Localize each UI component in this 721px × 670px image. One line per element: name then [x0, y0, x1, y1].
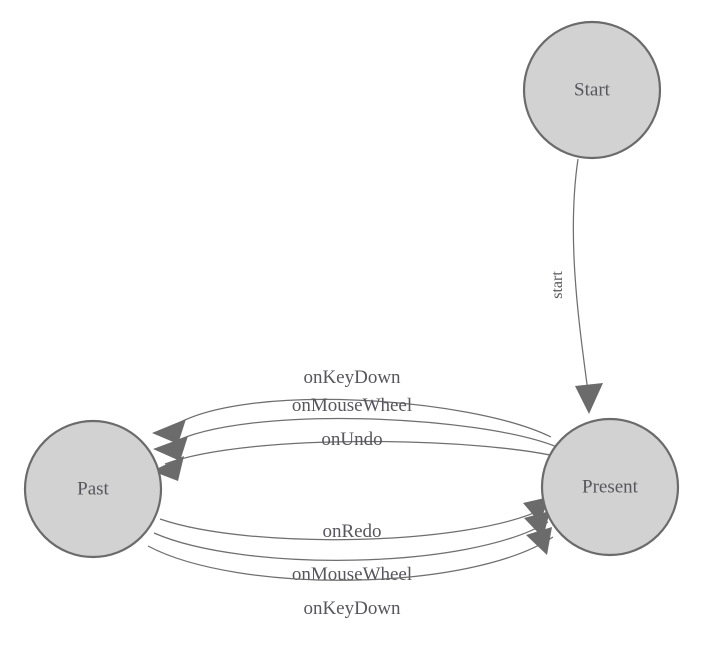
edge-label-start: start — [549, 271, 566, 299]
edge-label-up-1: onKeyDown — [303, 367, 401, 388]
node-start-label: Start — [574, 79, 611, 100]
node-past[interactable]: Past — [23, 419, 163, 559]
edge-start-to-present[interactable]: start — [549, 158, 603, 414]
node-start[interactable]: Start — [522, 20, 662, 160]
arrowhead-into-past-onundo — [152, 456, 184, 481]
edge-past-to-present-onmousewheel-path — [153, 521, 549, 561]
edge-past-to-present-onredo-path — [159, 507, 546, 541]
node-past-circle — [23, 419, 163, 559]
edge-label-dn-1: onRedo — [322, 521, 381, 542]
edge-past-to-present-onredo[interactable]: onRedo — [159, 497, 549, 542]
node-past-label: Past — [77, 478, 109, 499]
edge-present-to-past-onkeydown[interactable]: onKeyDown — [152, 367, 552, 444]
arrowhead-into-present-onkeydown — [526, 527, 552, 555]
arrowhead-into-past-onmousewheel — [153, 436, 188, 461]
arrowhead-into-present-start — [575, 383, 603, 414]
node-present-circle — [540, 417, 680, 557]
edge-label-dn-2: onMouseWheel — [292, 564, 412, 585]
edge-label-up-3: onUndo — [321, 429, 382, 450]
node-present[interactable]: Present — [540, 417, 680, 557]
edge-present-to-past-onmousewheel-path — [171, 417, 558, 448]
arrowhead-into-present-onredo — [523, 497, 549, 523]
edge-present-to-past-onmousewheel[interactable]: onMouseWheel — [153, 395, 558, 461]
node-start-circle — [522, 20, 662, 160]
arrowhead-into-past-onkeydown — [152, 419, 186, 444]
edge-present-to-past-onkeydown-path — [171, 398, 552, 438]
edge-label-up-2: onMouseWheel — [292, 395, 412, 416]
edge-past-to-present-onkeydown[interactable]: onKeyDown — [147, 527, 554, 619]
edge-present-to-past-onundo-path — [164, 440, 564, 465]
edge-label-dn-3: onKeyDown — [303, 598, 401, 619]
node-present-label: Present — [582, 476, 639, 497]
edge-present-to-past-onundo[interactable]: onUndo — [152, 429, 564, 481]
edge-start-to-present-path — [572, 158, 589, 393]
edge-past-to-present-onkeydown-path — [147, 536, 554, 581]
